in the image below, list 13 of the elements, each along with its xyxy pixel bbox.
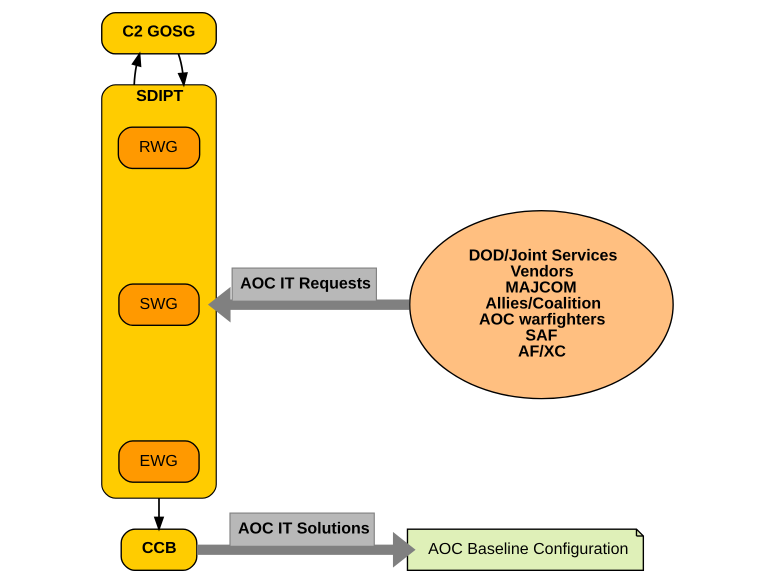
edge-label: AOC IT Solutions <box>238 519 370 538</box>
node-box: CCB <box>120 528 197 572</box>
node-box: SWG <box>118 283 200 326</box>
node-box: EWG <box>118 440 200 483</box>
node-ellipse: DOD/Joint Services Vendors MAJCOM Allies/Coalition AOC warfighters SAF AF/XC <box>408 210 674 400</box>
arrow <box>207 286 409 322</box>
arrow <box>130 51 141 85</box>
node-box: RWG <box>117 126 200 170</box>
arrow <box>196 532 416 568</box>
arrow <box>153 498 164 532</box>
edge-label: AOC IT Requests <box>240 274 370 292</box>
arrow <box>177 54 188 88</box>
node-box: C2 GOSG <box>100 12 216 55</box>
